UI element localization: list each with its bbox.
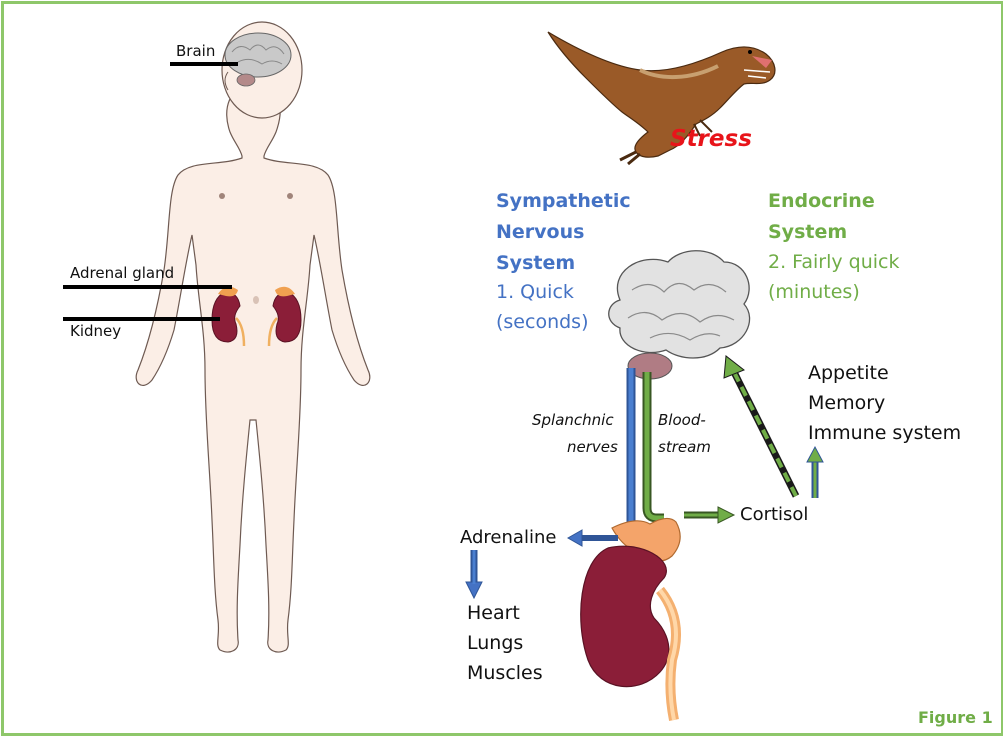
bloodstream-label-line1: Blood- [658,413,706,428]
cortisol-label: Cortisol [740,506,808,524]
kidney-illustration [581,518,680,720]
splanchnic-label-line2: nerves [567,440,618,455]
body-silhouette [136,85,370,652]
lungs-label: Lungs [467,634,523,653]
endocrine-speed-line2: (minutes) [768,283,860,302]
sympathetic-title-line3: System [496,254,575,273]
memory-label: Memory [808,394,885,413]
human-body-illustration [136,22,370,652]
stress-label: Stress [670,128,752,151]
endocrine-title-line2: System [768,223,847,242]
sympathetic-speed-line2: (seconds) [496,313,589,332]
adrenaline-label: Adrenaline [460,529,556,547]
heart-label: Heart [467,604,520,623]
sympathetic-title-line2: Nervous [496,223,584,242]
immune-system-label: Immune system [808,424,961,443]
sympathetic-speed-line1: 1. Quick [496,283,574,302]
splanchnic-label-line1: Splanchnic [532,413,614,428]
adrenal-gland-label: Adrenal gland [70,266,174,281]
appetite-label: Appetite [808,364,889,383]
muscles-label: Muscles [467,664,543,683]
brain-label: Brain [176,44,215,59]
endocrine-title-line1: Endocrine [768,192,875,211]
sympathetic-title-line1: Sympathetic [496,192,631,211]
kidney-label: Kidney [70,324,121,339]
endocrine-speed-line1: 2. Fairly quick [768,253,899,272]
figure-label: Figure 1 [918,710,993,726]
bloodstream-label-line2: stream [658,440,711,455]
